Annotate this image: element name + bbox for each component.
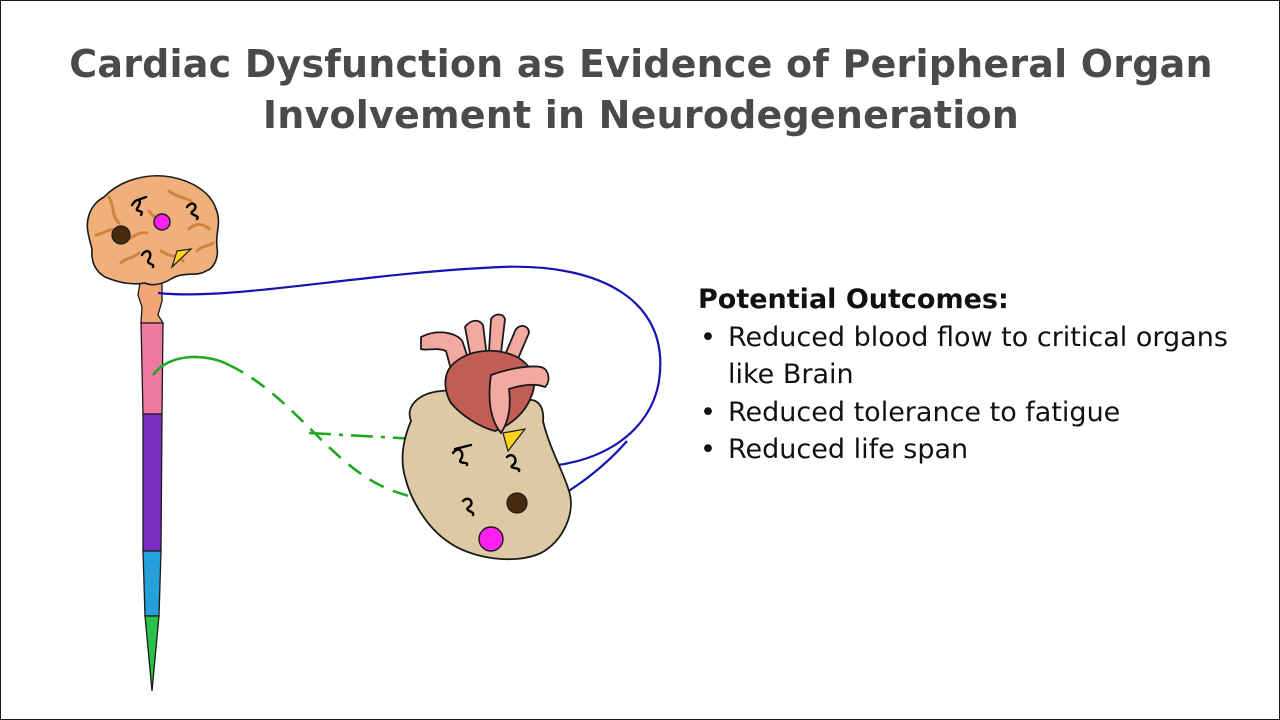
spine-segment-thoracic <box>142 413 163 552</box>
magenta-marker <box>153 213 171 231</box>
heart-icon <box>401 313 572 561</box>
heart-vessel-3 <box>503 325 530 363</box>
slide-title-line-1: Cardiac Dysfunction as Evidence of Perip… <box>69 42 1213 86</box>
spine-segment-sacral <box>144 615 160 692</box>
spinal-cord-icon <box>137 282 165 692</box>
protein-aggregate-icon <box>130 195 199 269</box>
protein-aggregate-icon <box>451 443 521 517</box>
brain-outline <box>86 175 220 286</box>
outcome-item: Reduced blood flow to critical organs li… <box>698 319 1278 394</box>
yellow-marker <box>502 428 527 453</box>
spine-segment-lumbar <box>142 550 162 617</box>
outcomes-heading: Potential Outcomes: <box>698 284 1009 315</box>
slide-title-line-2: Involvement in Neurodegeneration <box>262 93 1020 137</box>
outcomes-list: Reduced blood flow to critical organs li… <box>698 319 1278 469</box>
brown-marker <box>506 492 528 514</box>
slide-title: Cardiac Dysfunction as Evidence of Perip… <box>1 39 1279 141</box>
magenta-marker <box>478 526 504 552</box>
potential-outcomes: Potential Outcomes: Reduced blood flow t… <box>698 281 1278 469</box>
brain-icon <box>86 175 220 286</box>
heart-vessel-2 <box>488 313 506 355</box>
brown-marker <box>111 225 131 245</box>
heart-vessel-right <box>488 365 550 435</box>
outcome-item: Reduced life span <box>698 431 1278 469</box>
spine-segment-brainstem <box>137 282 165 324</box>
yellow-marker <box>170 248 193 270</box>
outcome-item: Reduced tolerance to fatigue <box>698 394 1278 432</box>
